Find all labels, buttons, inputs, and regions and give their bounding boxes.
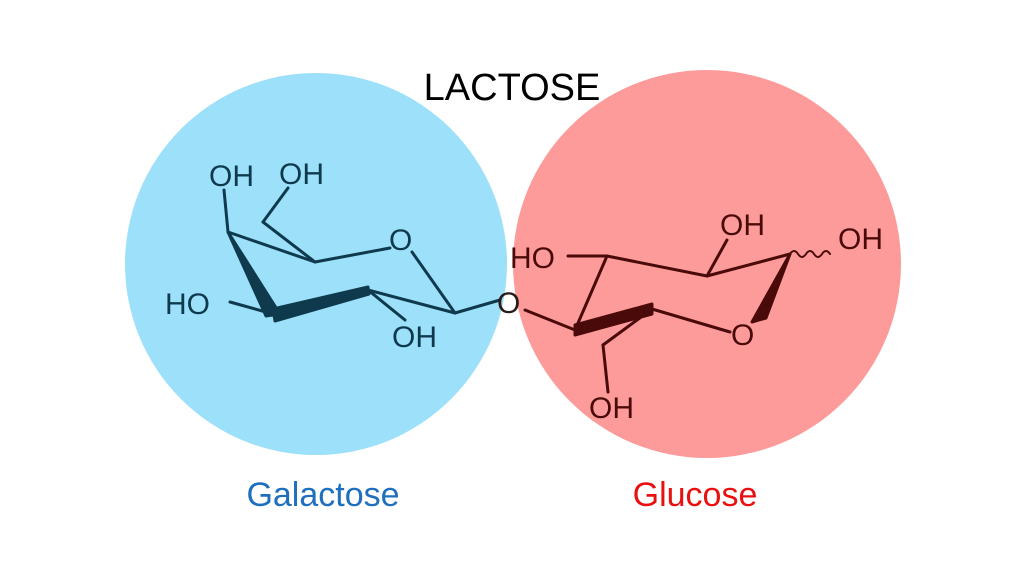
galactose-bond [222,188,230,234]
glucose-oh-top-label: OH [720,209,765,242]
galactose-caption: Galactose [246,476,399,514]
galactose-wedge-bond [271,285,371,323]
galactose-circle [125,73,507,455]
glucose-bond [705,238,729,278]
galactose-structure [222,186,502,323]
glucose-wedge-bond [573,302,654,337]
galactose-ring-bond [410,250,457,315]
glucose-bond [573,254,609,332]
glucose-ring-bond [605,254,709,278]
glucose-circle [513,70,901,458]
diagram-title: LACTOSE [424,67,601,109]
galactose-bond [261,220,317,264]
galactose-oh-bottom-label: OH [392,321,437,354]
galactose-bond [261,186,290,224]
galactose-ring-bond [366,288,457,315]
galactose-oh-top-right-label: OH [279,158,324,191]
glycosidic-oxygen-label: O [497,287,520,320]
galactose-bond [453,298,502,315]
glucose-bond [601,307,654,347]
glucose-ho-left-label: HO [510,242,555,275]
galactose-ring-oxygen-label: O [389,224,412,257]
glucose-ring-bond [705,252,792,278]
galactose-ring-bond [226,230,317,264]
glucose-wedge-bond [750,252,792,324]
glucose-oh-right-label: OH [838,223,883,256]
glucose-ring-oxygen-label: O [731,319,754,352]
glucose-bond [523,308,577,332]
glucose-ring-bond [650,307,732,334]
glucose-bond [601,343,610,394]
galactose-bond [366,288,407,322]
galactose-ring-bond [313,246,392,264]
glucose-structure [523,238,831,394]
glucose-caption: Glucose [633,476,758,514]
galactose-oh-top-left-label: OH [209,160,254,193]
galactose-ho-left-label: HO [165,288,210,321]
glucose-wavy-bond [789,250,831,258]
glucose-oh-bottom-label: OH [589,392,634,425]
